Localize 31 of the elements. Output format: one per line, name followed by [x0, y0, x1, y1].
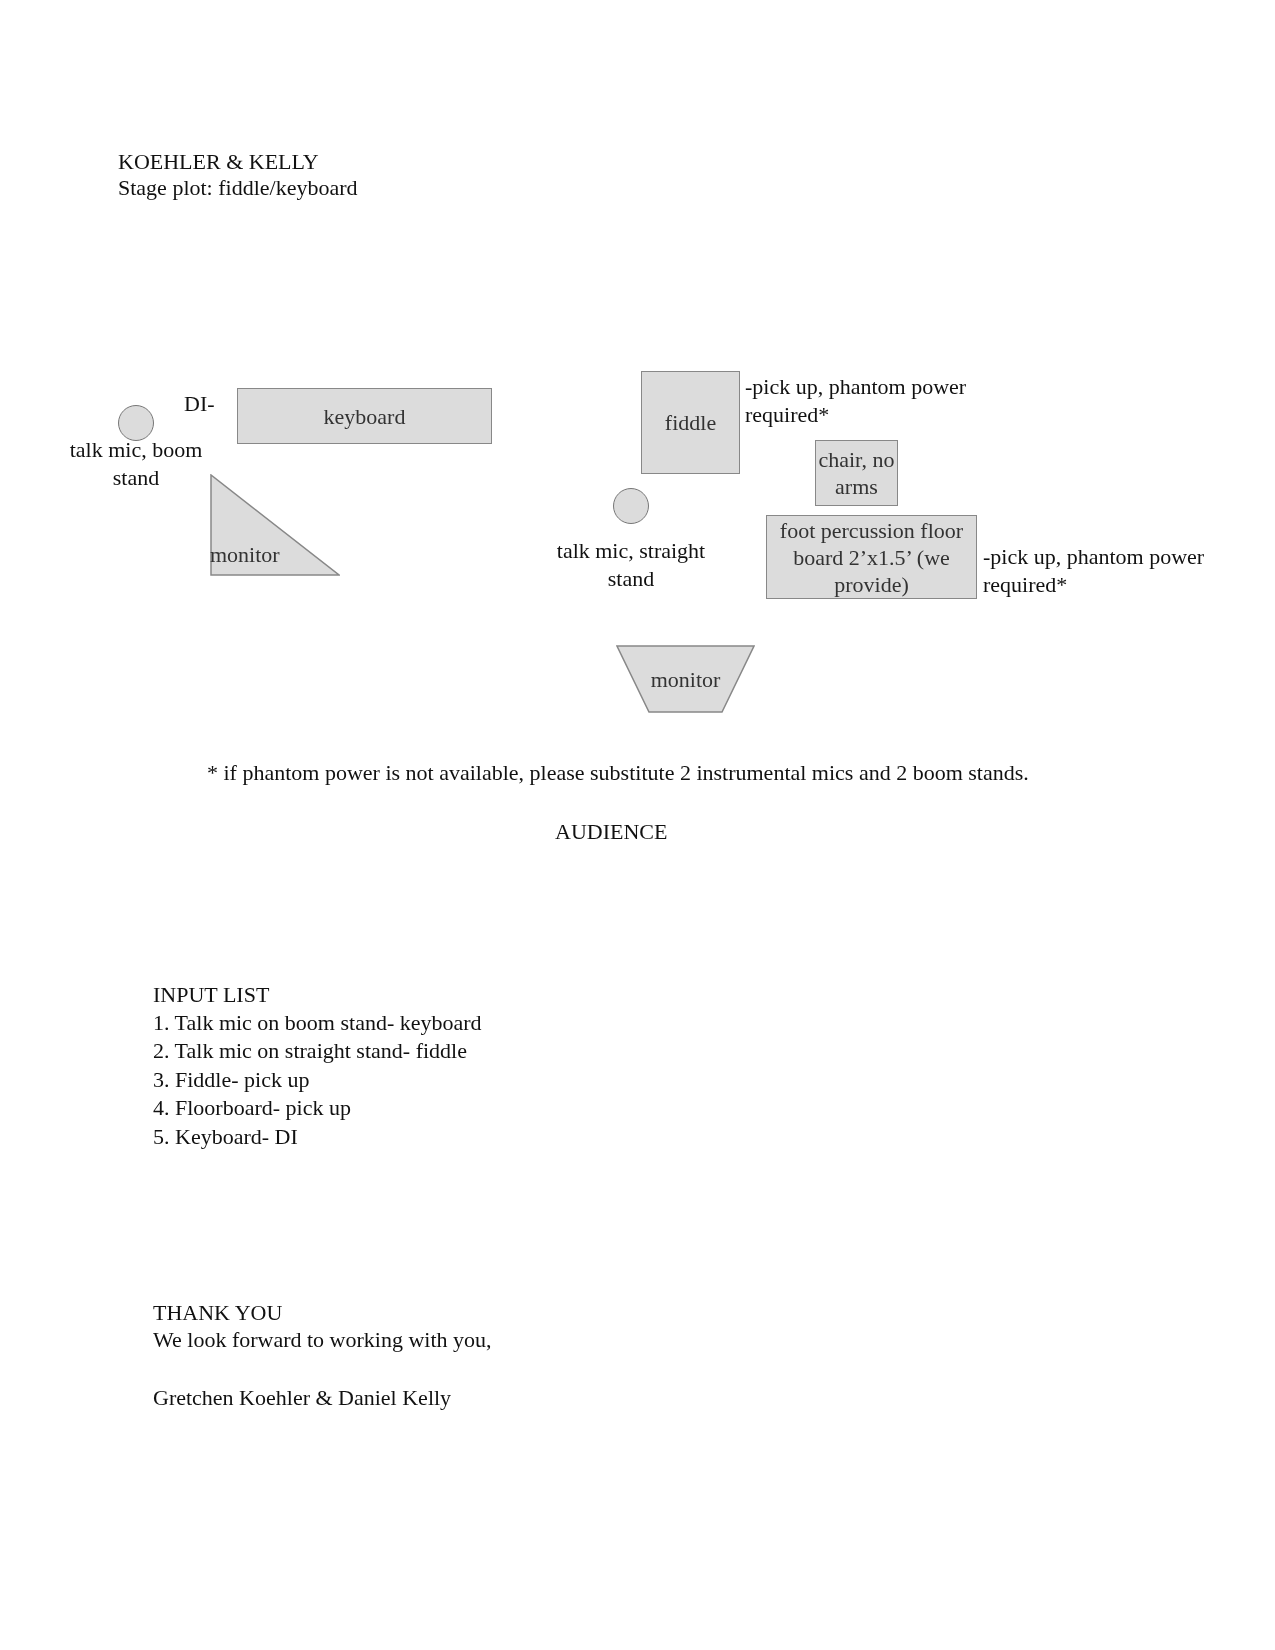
- microphone-circle: [613, 488, 649, 524]
- closing-text: We look forward to working with you,: [153, 1327, 492, 1353]
- chair-box: [815, 440, 898, 506]
- note-text: talk mic, straight stand: [555, 537, 707, 593]
- note-text: talk mic, boom stand: [68, 436, 204, 492]
- list-item: 5. Keyboard- DI: [153, 1124, 298, 1150]
- list-heading: INPUT LIST: [153, 982, 270, 1008]
- monitor-wedge: [616, 645, 755, 713]
- note-text: DI-: [184, 390, 216, 418]
- footnote: * if phantom power is not available, please substitute 2 instrumental mics and 2 boom stands.: [207, 760, 1029, 786]
- list-item: 3. Fiddle- pick up: [153, 1067, 310, 1093]
- list-item: 4. Floorboard- pick up: [153, 1095, 351, 1121]
- signature: Gretchen Koehler & Daniel Kelly: [153, 1385, 452, 1411]
- node-label: keyboard: [323, 402, 406, 430]
- keyboard-box: [237, 388, 492, 444]
- note-text: -pick up, phantom power required*: [745, 373, 968, 429]
- audience-label: AUDIENCE: [555, 819, 668, 845]
- node-label: monitor: [210, 541, 280, 568]
- node-label: monitor: [650, 665, 721, 693]
- title: KOEHLER & KELLY: [118, 149, 319, 175]
- list-item: 1. Talk mic on boom stand- keyboard: [153, 1010, 482, 1036]
- subtitle: Stage plot: fiddle/keyboard: [118, 175, 358, 201]
- monitor-wedge: [210, 474, 340, 576]
- node-label: fiddle: [664, 409, 717, 436]
- fiddle-box: [641, 371, 740, 474]
- closing-heading: THANK YOU: [153, 1300, 283, 1326]
- microphone-circle: [118, 405, 154, 441]
- note-text: -pick up, phantom power required*: [983, 543, 1206, 599]
- node-label: chair, no arms: [817, 446, 896, 500]
- list-item: 2. Talk mic on straight stand- fiddle: [153, 1038, 467, 1064]
- node-label: foot percussion floor board 2’x1.5’ (we provide): [778, 516, 965, 598]
